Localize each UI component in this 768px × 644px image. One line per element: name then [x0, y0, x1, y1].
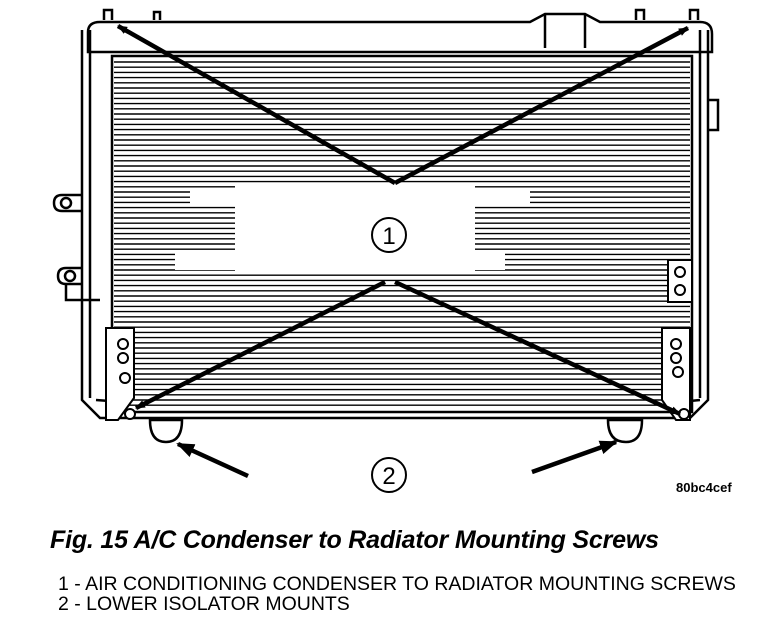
legend-item-1: 1 - AIR CONDITIONING CONDENSER TO RADIAT… [58, 573, 736, 595]
condenser-diagram: 1 2 [52, 8, 720, 493]
lower-isolator-mounts [148, 418, 644, 444]
callout-2: 2 [371, 457, 407, 493]
callout-1-leaders [116, 24, 690, 417]
callout-1: 1 [371, 217, 407, 253]
right-lower-bracket [661, 327, 691, 421]
figure-code: 80bc4cef [676, 480, 732, 495]
right-upper-bracket [667, 259, 693, 303]
left-lower-bracket [105, 327, 136, 421]
legend-item-2: 2 - LOWER ISOLATOR MOUNTS [58, 593, 350, 615]
callout-2-arrows [176, 439, 618, 479]
figure-caption: Fig. 15 A/C Condenser to Radiator Mounti… [50, 526, 659, 554]
callout-2-number: 2 [382, 463, 395, 490]
legend: 1 - AIR CONDITIONING CONDENSER TO RADIAT… [58, 574, 758, 614]
callout-1-number: 1 [382, 223, 395, 250]
